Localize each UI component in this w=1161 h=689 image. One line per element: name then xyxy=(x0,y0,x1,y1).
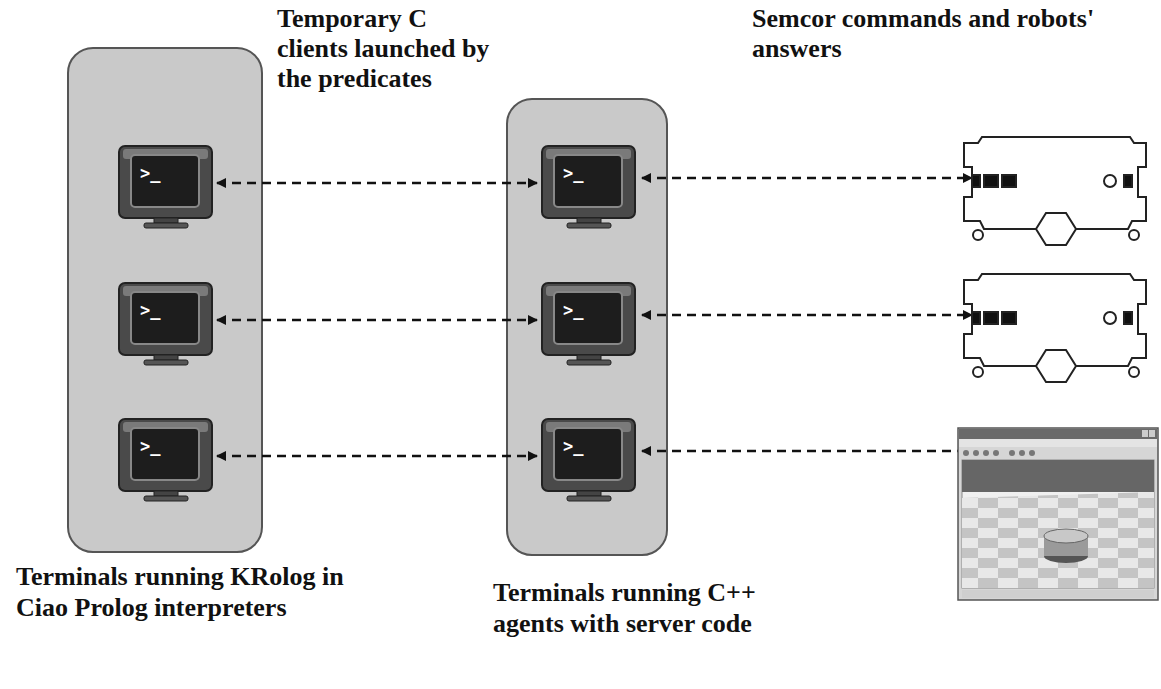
terminal-icon: >_ xyxy=(541,418,636,500)
robot-figure xyxy=(964,137,1146,245)
terminal-icon: >_ xyxy=(541,282,636,364)
annotation-label: Temporary C clients launched by the pred… xyxy=(277,4,499,94)
monitor-icon xyxy=(118,145,213,227)
prompt-text: >_ xyxy=(140,163,160,183)
terminal-icon: >_ xyxy=(118,418,213,500)
prompt-text: >_ xyxy=(563,436,583,456)
monitor-icon xyxy=(541,418,636,500)
terminal-group: Terminals running C++ agents with server… xyxy=(506,98,668,556)
terminal-icon: >_ xyxy=(118,145,213,227)
terminal-group: Terminals running KRolog in Ciao Prolog … xyxy=(67,47,263,553)
monitor-icon xyxy=(118,282,213,364)
group-heading: Terminals running C++ agents with server… xyxy=(493,577,828,639)
terminal-icon: >_ xyxy=(541,145,636,227)
prompt-text: >_ xyxy=(140,300,160,320)
group-heading: Terminals running KRolog in Ciao Prolog … xyxy=(16,561,376,623)
dashed-connector xyxy=(217,182,537,185)
robot-link xyxy=(642,178,972,451)
monitor-icon xyxy=(541,282,636,364)
dashed-connector xyxy=(217,319,537,322)
prompt-text: >_ xyxy=(563,300,583,320)
simulator-window xyxy=(958,428,1158,600)
terminal-icon: >_ xyxy=(118,282,213,364)
monitor-icon xyxy=(541,145,636,227)
prompt-text: >_ xyxy=(140,436,160,456)
monitor-icon xyxy=(118,418,213,500)
dashed-connector xyxy=(217,455,537,458)
annotation-label: Semcor commands and robots' answers xyxy=(752,4,1097,64)
prompt-text: >_ xyxy=(563,163,583,183)
